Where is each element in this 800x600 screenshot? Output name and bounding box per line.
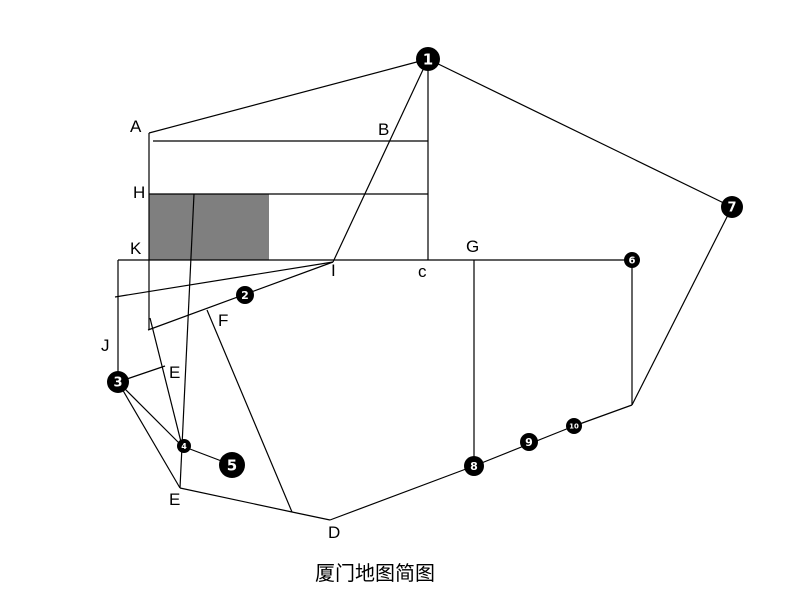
point-label-j-8: J bbox=[101, 336, 110, 355]
point-label-a-1: A bbox=[130, 117, 142, 136]
point-label-i-6: I bbox=[331, 261, 336, 280]
marker-7: 7 bbox=[721, 196, 743, 218]
marker-5-number: 5 bbox=[227, 456, 237, 474]
marker-5: 5 bbox=[219, 452, 245, 478]
map-line-20 bbox=[206, 309, 293, 513]
point-label-k-4: K bbox=[130, 239, 142, 258]
marker-3-circle bbox=[107, 371, 129, 393]
point-label-e-11: E bbox=[169, 490, 180, 509]
map-caption: 厦门地图简图 bbox=[315, 561, 435, 585]
map-line-17 bbox=[179, 445, 183, 489]
marker-1-number: 1 bbox=[423, 50, 433, 68]
marker-2-circle bbox=[236, 286, 254, 304]
marker-4-circle bbox=[177, 439, 191, 453]
map-line-26 bbox=[573, 404, 633, 427]
map-line-19 bbox=[179, 487, 293, 513]
marker-7-circle bbox=[721, 196, 743, 218]
map-line-12 bbox=[181, 193, 195, 447]
marker-8: 8 bbox=[464, 456, 484, 476]
marker-10-number: 10 bbox=[569, 423, 579, 431]
map-line-2 bbox=[427, 58, 733, 208]
map-line-22 bbox=[329, 465, 475, 521]
marker-10: 10 bbox=[566, 418, 582, 434]
point-label-g-5: G bbox=[466, 237, 479, 256]
point-label-h-3: H bbox=[133, 183, 145, 202]
marker-3: 3 bbox=[107, 371, 129, 393]
point-label-d-12: D bbox=[328, 523, 340, 542]
marker-6: 6 bbox=[624, 252, 640, 268]
point-label-f-9: F bbox=[218, 311, 228, 330]
point-label-b-2: B bbox=[378, 120, 389, 139]
marker-9-number: 9 bbox=[525, 436, 533, 449]
marker-7-number: 7 bbox=[727, 201, 736, 216]
marker-5-circle bbox=[219, 452, 245, 478]
marker-6-number: 6 bbox=[629, 256, 636, 267]
marker-4: 4 bbox=[177, 439, 191, 453]
map-line-1 bbox=[148, 58, 429, 134]
map-line-16 bbox=[117, 381, 181, 489]
map-line-21 bbox=[291, 511, 331, 521]
marker-4-number: 4 bbox=[181, 442, 187, 451]
marker-3-number: 3 bbox=[113, 376, 122, 391]
marker-9: 9 bbox=[520, 433, 538, 451]
numbered-markers: 1 2 3 4 5 6 7 8 9 10 bbox=[107, 47, 743, 478]
marker-2: 2 bbox=[236, 286, 254, 304]
point-label-e-10: E bbox=[169, 363, 180, 382]
map-line-4 bbox=[332, 58, 429, 263]
map-line-9 bbox=[114, 261, 334, 298]
map-line-27 bbox=[631, 206, 733, 406]
marker-9-circle bbox=[520, 433, 538, 451]
marker-1: 1 bbox=[416, 47, 440, 71]
marker-6-circle bbox=[624, 252, 640, 268]
marker-8-circle bbox=[464, 456, 484, 476]
point-label-c-7: c bbox=[418, 262, 427, 281]
marker-10-circle bbox=[566, 418, 582, 434]
map-lines bbox=[114, 58, 733, 521]
shaded-block bbox=[149, 194, 269, 260]
map-line-13 bbox=[149, 317, 183, 447]
map-line-15 bbox=[117, 381, 183, 447]
marker-1-circle bbox=[416, 47, 440, 71]
marker-8-number: 8 bbox=[470, 460, 478, 473]
marker-2-number: 2 bbox=[241, 289, 249, 302]
